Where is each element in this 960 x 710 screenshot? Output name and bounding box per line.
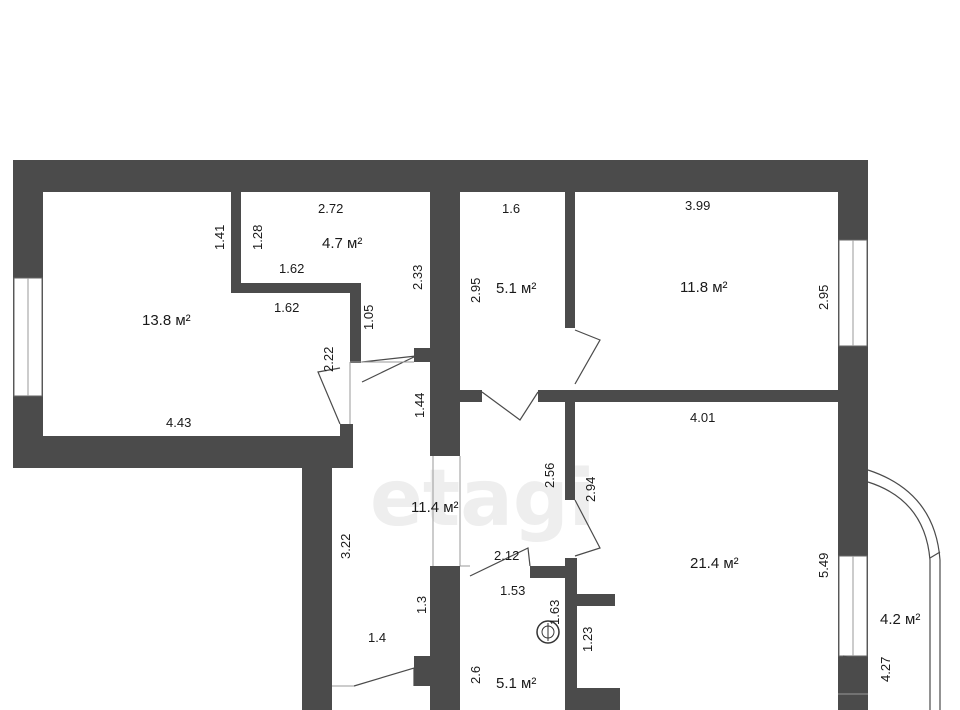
wall-left-lower bbox=[302, 436, 332, 710]
wall-bath-left bbox=[430, 566, 460, 710]
area-living: 21.4 м² bbox=[690, 555, 739, 572]
balcony-outline-inner bbox=[867, 481, 931, 710]
dimension-label: 1.62 bbox=[279, 261, 304, 276]
dimension-label: 1.6 bbox=[502, 201, 520, 216]
dimension-label: 2.94 bbox=[583, 477, 598, 502]
dimension-label: 1.23 bbox=[580, 627, 595, 652]
dimension-label: 2.95 bbox=[468, 278, 483, 303]
area-hall: 11.4 м² bbox=[411, 499, 459, 516]
dimension-label: 1.44 bbox=[412, 393, 427, 418]
door-6 bbox=[469, 547, 531, 577]
dimension-label: 2.6 bbox=[468, 666, 483, 684]
dimension-label: 2.56 bbox=[542, 463, 557, 488]
dimension-label: 4.27 bbox=[878, 657, 893, 682]
dimension-label: 2.12 bbox=[494, 548, 519, 563]
sink-icon bbox=[536, 620, 560, 644]
wall-living-left bbox=[565, 390, 575, 500]
dimension-label: 3.99 bbox=[685, 198, 710, 213]
dimension-label: 4.01 bbox=[690, 410, 715, 425]
dimension-label: 2.22 bbox=[321, 347, 336, 372]
door-3 bbox=[481, 391, 539, 421]
dimension-label: 1.28 bbox=[250, 225, 265, 250]
balcony-outline-outer bbox=[867, 469, 941, 710]
wall-stub-3 bbox=[460, 390, 482, 402]
wall-bath-top bbox=[530, 566, 577, 578]
door-5 bbox=[574, 499, 601, 557]
dimension-label: 3.22 bbox=[338, 534, 353, 559]
dimension-label: 1.4 bbox=[368, 630, 386, 645]
wall-stub-2 bbox=[414, 348, 434, 362]
area-closet: 4.7 м² bbox=[322, 235, 362, 252]
wall-stub-1 bbox=[340, 424, 353, 444]
wall-closet-right bbox=[350, 283, 361, 363]
wall-stub-5 bbox=[414, 656, 434, 686]
wall-bottom-stub bbox=[565, 688, 620, 710]
area-bathroom: 5.1 м² bbox=[496, 675, 536, 692]
dimension-label: 1.63 bbox=[547, 600, 562, 625]
wall-closet-bottom bbox=[231, 283, 361, 293]
wall-stub-4 bbox=[577, 594, 615, 606]
door-4 bbox=[574, 329, 601, 385]
dimension-label: 4.43 bbox=[166, 415, 191, 430]
dimension-label: 1.41 bbox=[212, 225, 227, 250]
wall-br1-bottom bbox=[538, 390, 838, 402]
dimension-label: 2.95 bbox=[816, 285, 831, 310]
dimension-label: 1.62 bbox=[274, 300, 299, 315]
dimension-label: 2.72 bbox=[318, 201, 343, 216]
watermark: etagi bbox=[370, 454, 595, 544]
wall-mid-left bbox=[13, 436, 353, 468]
dimension-label: 1.05 bbox=[361, 305, 376, 330]
wall-closet-left bbox=[231, 192, 241, 292]
dimension-label: 1.3 bbox=[414, 596, 429, 614]
dimension-label: 1.53 bbox=[500, 583, 525, 598]
door-8 bbox=[842, 655, 861, 691]
area-bedroom: 11.8 м² bbox=[680, 279, 728, 296]
door-7 bbox=[353, 667, 415, 687]
door-2 bbox=[361, 355, 417, 383]
wall-br1-left bbox=[565, 192, 575, 328]
dimension-label: 5.49 bbox=[816, 553, 831, 578]
wall-living-left-lower bbox=[565, 558, 577, 710]
area-room-left: 13.8 м² bbox=[142, 312, 191, 329]
wall-central bbox=[430, 160, 460, 456]
door-1 bbox=[317, 367, 341, 425]
area-balcony: 4.2 м² bbox=[880, 611, 920, 628]
area-small-room: 5.1 м² bbox=[496, 280, 536, 297]
dimension-label: 2.33 bbox=[410, 265, 425, 290]
